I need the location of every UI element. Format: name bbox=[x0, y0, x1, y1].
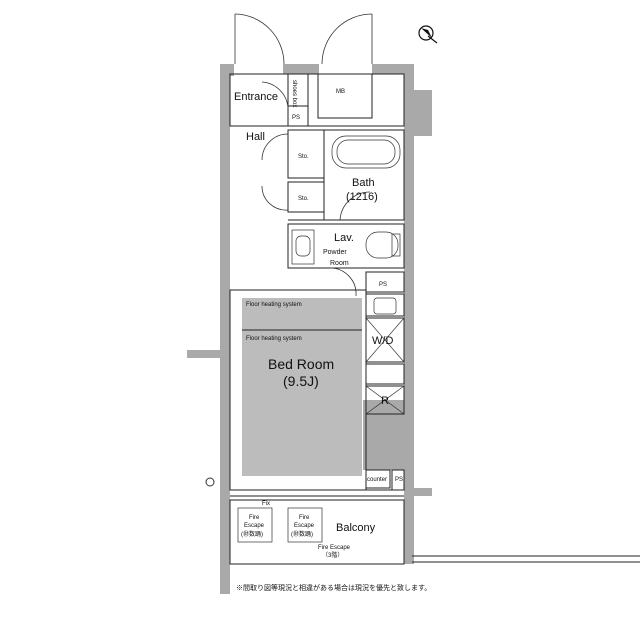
fire-escape-3b-label: （3階） bbox=[322, 551, 343, 559]
storage-1-label: Sto. bbox=[298, 154, 309, 160]
entrance-label: Entrance bbox=[234, 91, 278, 103]
outer-walls bbox=[187, 64, 432, 594]
hall-label: Hall bbox=[246, 131, 265, 143]
balcony-label: Balcony bbox=[336, 522, 376, 534]
refrigerator-label: R bbox=[381, 395, 389, 407]
mb-label: MB bbox=[336, 89, 345, 95]
fix-label: Fix bbox=[262, 501, 270, 507]
bed-room-size-label: (9.5J) bbox=[283, 373, 319, 389]
fire-escape-1-label: Fire bbox=[249, 515, 260, 521]
fire-escape-1b-label: Escape bbox=[244, 523, 265, 529]
powder-room-label: Room bbox=[330, 260, 349, 267]
fire-escape-2c-label: (㊖数踊) bbox=[291, 530, 313, 538]
fire-escape-1c-label: (㊖数踊) bbox=[241, 530, 263, 538]
washer-dryer-label: W/D bbox=[372, 335, 393, 347]
fire-escape-3-label: Fire Escape bbox=[318, 545, 351, 551]
disclaimer-note: ※間取り図等現況と相違がある場合は現況を優先と致します。 bbox=[236, 583, 431, 592]
fire-escape-2b-label: Escape bbox=[294, 523, 315, 529]
powder-label: Powder bbox=[323, 249, 347, 256]
entrance-doors bbox=[234, 13, 373, 65]
bath-size-label: (1216) bbox=[346, 191, 378, 203]
fire-escape-2-label: Fire bbox=[299, 515, 310, 521]
ps-mid-label: PS bbox=[379, 282, 387, 288]
compass-icon bbox=[418, 25, 438, 44]
bed-room-label: Bed Room bbox=[268, 356, 334, 372]
storage-2-label: Sto. bbox=[298, 196, 309, 202]
lav-label: Lav. bbox=[334, 232, 354, 244]
floor-heating-label-2: Floor heating system bbox=[246, 336, 302, 342]
shoes-box-label: shoes box bbox=[291, 80, 297, 107]
ps-low-label: PS bbox=[395, 477, 403, 483]
ps-top-label: PS bbox=[292, 115, 300, 121]
counter-label: counter bbox=[367, 477, 387, 483]
bath-label: Bath bbox=[352, 177, 375, 189]
floor-heating-label-1: Floor heating system bbox=[246, 302, 302, 308]
bed-room-floor bbox=[242, 298, 362, 476]
